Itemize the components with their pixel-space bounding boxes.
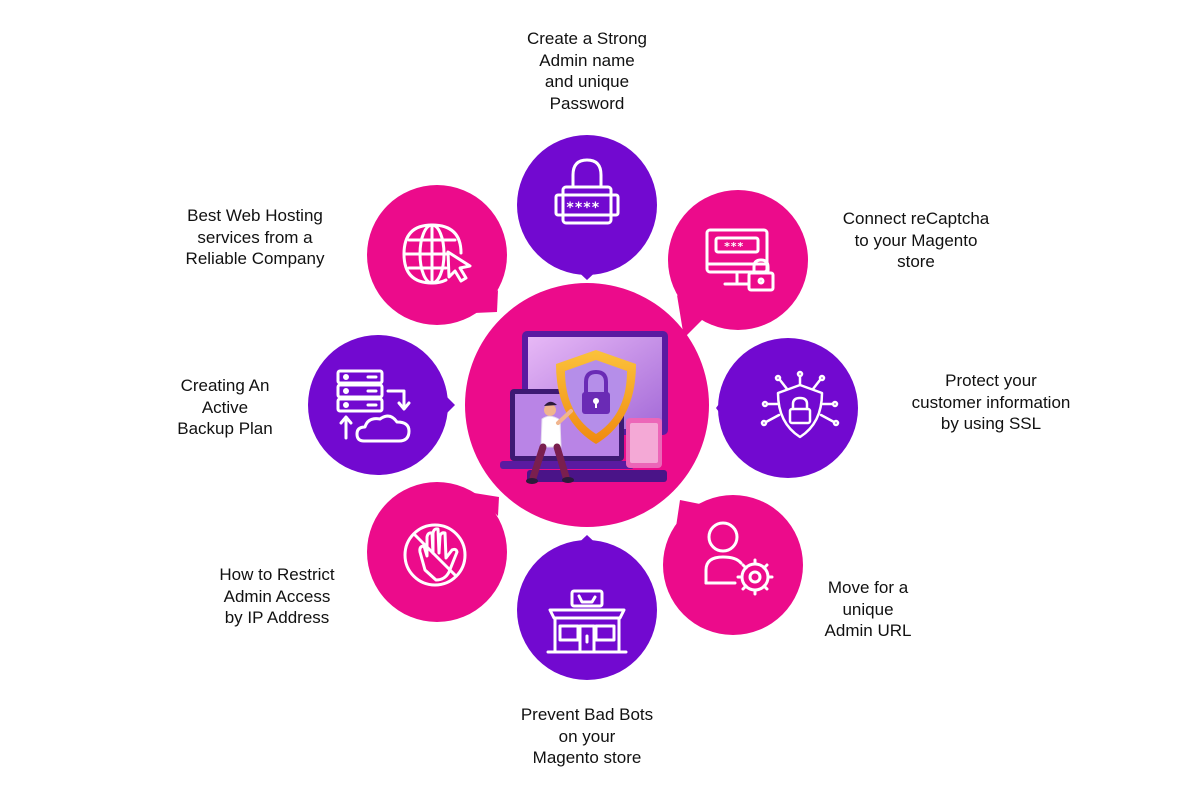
shield-circuit-icon xyxy=(760,370,840,439)
bubble-password xyxy=(517,135,657,280)
storefront-icon xyxy=(546,589,628,654)
monitor-lock-icon: ***_ xyxy=(705,228,775,292)
bubble-admin-url xyxy=(663,495,803,635)
center-illustration xyxy=(500,331,668,484)
bubble-restrict-ip xyxy=(367,482,507,622)
bubble-recaptcha xyxy=(668,190,808,338)
globe-cursor-icon xyxy=(402,223,472,285)
user-gear-icon xyxy=(704,521,774,596)
svg-text:***_: ***_ xyxy=(724,240,751,253)
server-cloud-icon xyxy=(336,369,411,443)
bubble-ssl xyxy=(716,338,858,478)
svg-text:****_: ****_ xyxy=(566,200,609,216)
blocked-hand-icon xyxy=(403,523,467,587)
padlock-password-icon: ****_ xyxy=(554,158,620,225)
